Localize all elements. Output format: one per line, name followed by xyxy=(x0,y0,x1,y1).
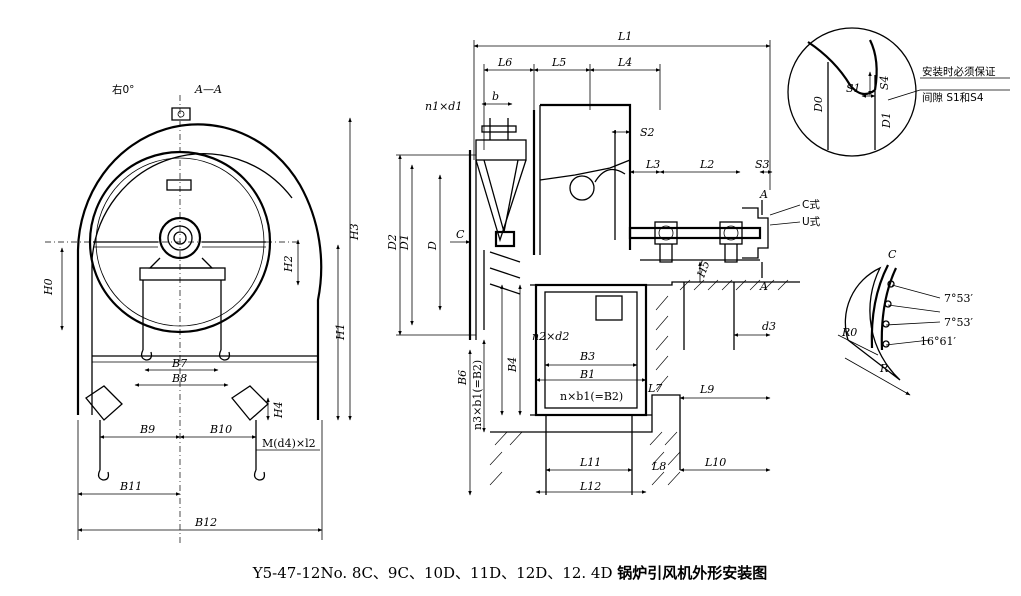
dim-l3: L3 xyxy=(645,158,660,171)
dim-h5: H5 xyxy=(694,259,712,280)
label-n1d1: n1×d1 xyxy=(425,100,462,113)
rotation-note: 右0° xyxy=(112,83,134,96)
dim-b7: B7 xyxy=(171,357,187,370)
angle-c: C xyxy=(888,248,897,261)
radius-r0: R0 xyxy=(841,326,857,339)
dim-d1: D1 xyxy=(398,234,411,251)
bolt-callout: M(d4)×l2 xyxy=(262,437,316,450)
section-a-bottom: A xyxy=(759,280,768,293)
dim-b11: B11 xyxy=(119,480,142,493)
drawing-caption: Y5-47-12No. 8C、9C、10D、11D、12D、12. 4D 锅炉引… xyxy=(252,564,768,582)
dim-l10: L10 xyxy=(704,456,726,469)
arrow-c: C xyxy=(456,228,465,241)
dim-d3: d3 xyxy=(762,320,776,333)
dim-s2: S2 xyxy=(640,126,655,139)
anchor-bolts xyxy=(545,282,735,495)
coupling-u: U式 xyxy=(802,215,821,228)
clearance-note-line1: 安装时必须保证 xyxy=(922,65,996,78)
angle-1: 7°53′ xyxy=(944,292,973,305)
dim-l2: L2 xyxy=(699,158,714,171)
dim-h1: H1 xyxy=(334,323,347,341)
dim-d2: D2 xyxy=(386,234,399,251)
label-nb3: n3×b1(=B2) xyxy=(471,360,484,430)
foundation-hatch xyxy=(489,279,789,486)
angle-3: 16°61′ xyxy=(920,335,956,348)
section-a-top: A xyxy=(759,188,768,201)
dim-l6: L6 xyxy=(497,56,512,69)
dim-l4: L4 xyxy=(617,56,632,69)
dim-l11: L11 xyxy=(579,456,601,469)
dim-l9: L9 xyxy=(699,383,714,396)
dim-h0: H0 xyxy=(42,278,55,296)
dim-l5: L5 xyxy=(551,56,566,69)
dim-d: D xyxy=(426,241,439,251)
dim-h2: H2 xyxy=(282,255,295,273)
dim-h3: H3 xyxy=(348,223,361,241)
angle-2: 7°53′ xyxy=(944,316,973,329)
caption-title: 锅炉引风机外形安装图 xyxy=(617,564,767,582)
clearance-note-line2: 间隙 S1和S4 xyxy=(922,91,984,104)
dim-l8: L8 xyxy=(651,460,666,473)
radius-r: R xyxy=(879,362,888,375)
detail-d0: D0 xyxy=(812,96,825,113)
dim-s3: S3 xyxy=(755,158,770,171)
dim-b9: B9 xyxy=(139,423,155,436)
side-view: L1 L6 L5 L4 b n1×d1 S2 L3 L2 S3 A A C式 U… xyxy=(386,30,821,496)
dim-l1: L1 xyxy=(617,30,632,43)
dim-b8: B8 xyxy=(171,372,187,385)
caption-model: Y5-47-12No. 8C、9C、10D、11D、12D、12. 4D xyxy=(252,564,613,582)
dim-b10: B10 xyxy=(209,423,232,436)
detail-s4: S4 xyxy=(878,75,891,90)
label-n2d2: n2×d2 xyxy=(532,330,569,343)
coupling-c: C式 xyxy=(802,198,820,211)
section-label: A—A xyxy=(194,83,222,96)
dim-b1: B1 xyxy=(579,368,595,381)
dim-b6: B6 xyxy=(456,370,469,386)
front-view: 右0° A—A H0 H2 H3 H1 H4 B7 B8 B9 B10 B11 … xyxy=(42,83,361,545)
dim-b4: B4 xyxy=(506,357,519,373)
detail-d1: D1 xyxy=(880,112,893,129)
dim-b3: B3 xyxy=(579,350,595,363)
detail-clearance: D0 D1 S1 S4 安装时必须保证 间隙 S1和S4 xyxy=(787,27,1010,157)
dim-b12: B12 xyxy=(194,516,217,529)
detail-s1: S1 xyxy=(846,82,861,95)
dim-b: b xyxy=(492,90,499,103)
dim-l12: L12 xyxy=(579,480,601,493)
dim-h4: H4 xyxy=(272,401,285,419)
label-nb2: n×b1(=B2) xyxy=(560,390,623,403)
dim-l7: L7 xyxy=(647,382,662,395)
detail-angles: C 7°53′ 7°53′ 16°61′ R0 R xyxy=(837,248,973,396)
